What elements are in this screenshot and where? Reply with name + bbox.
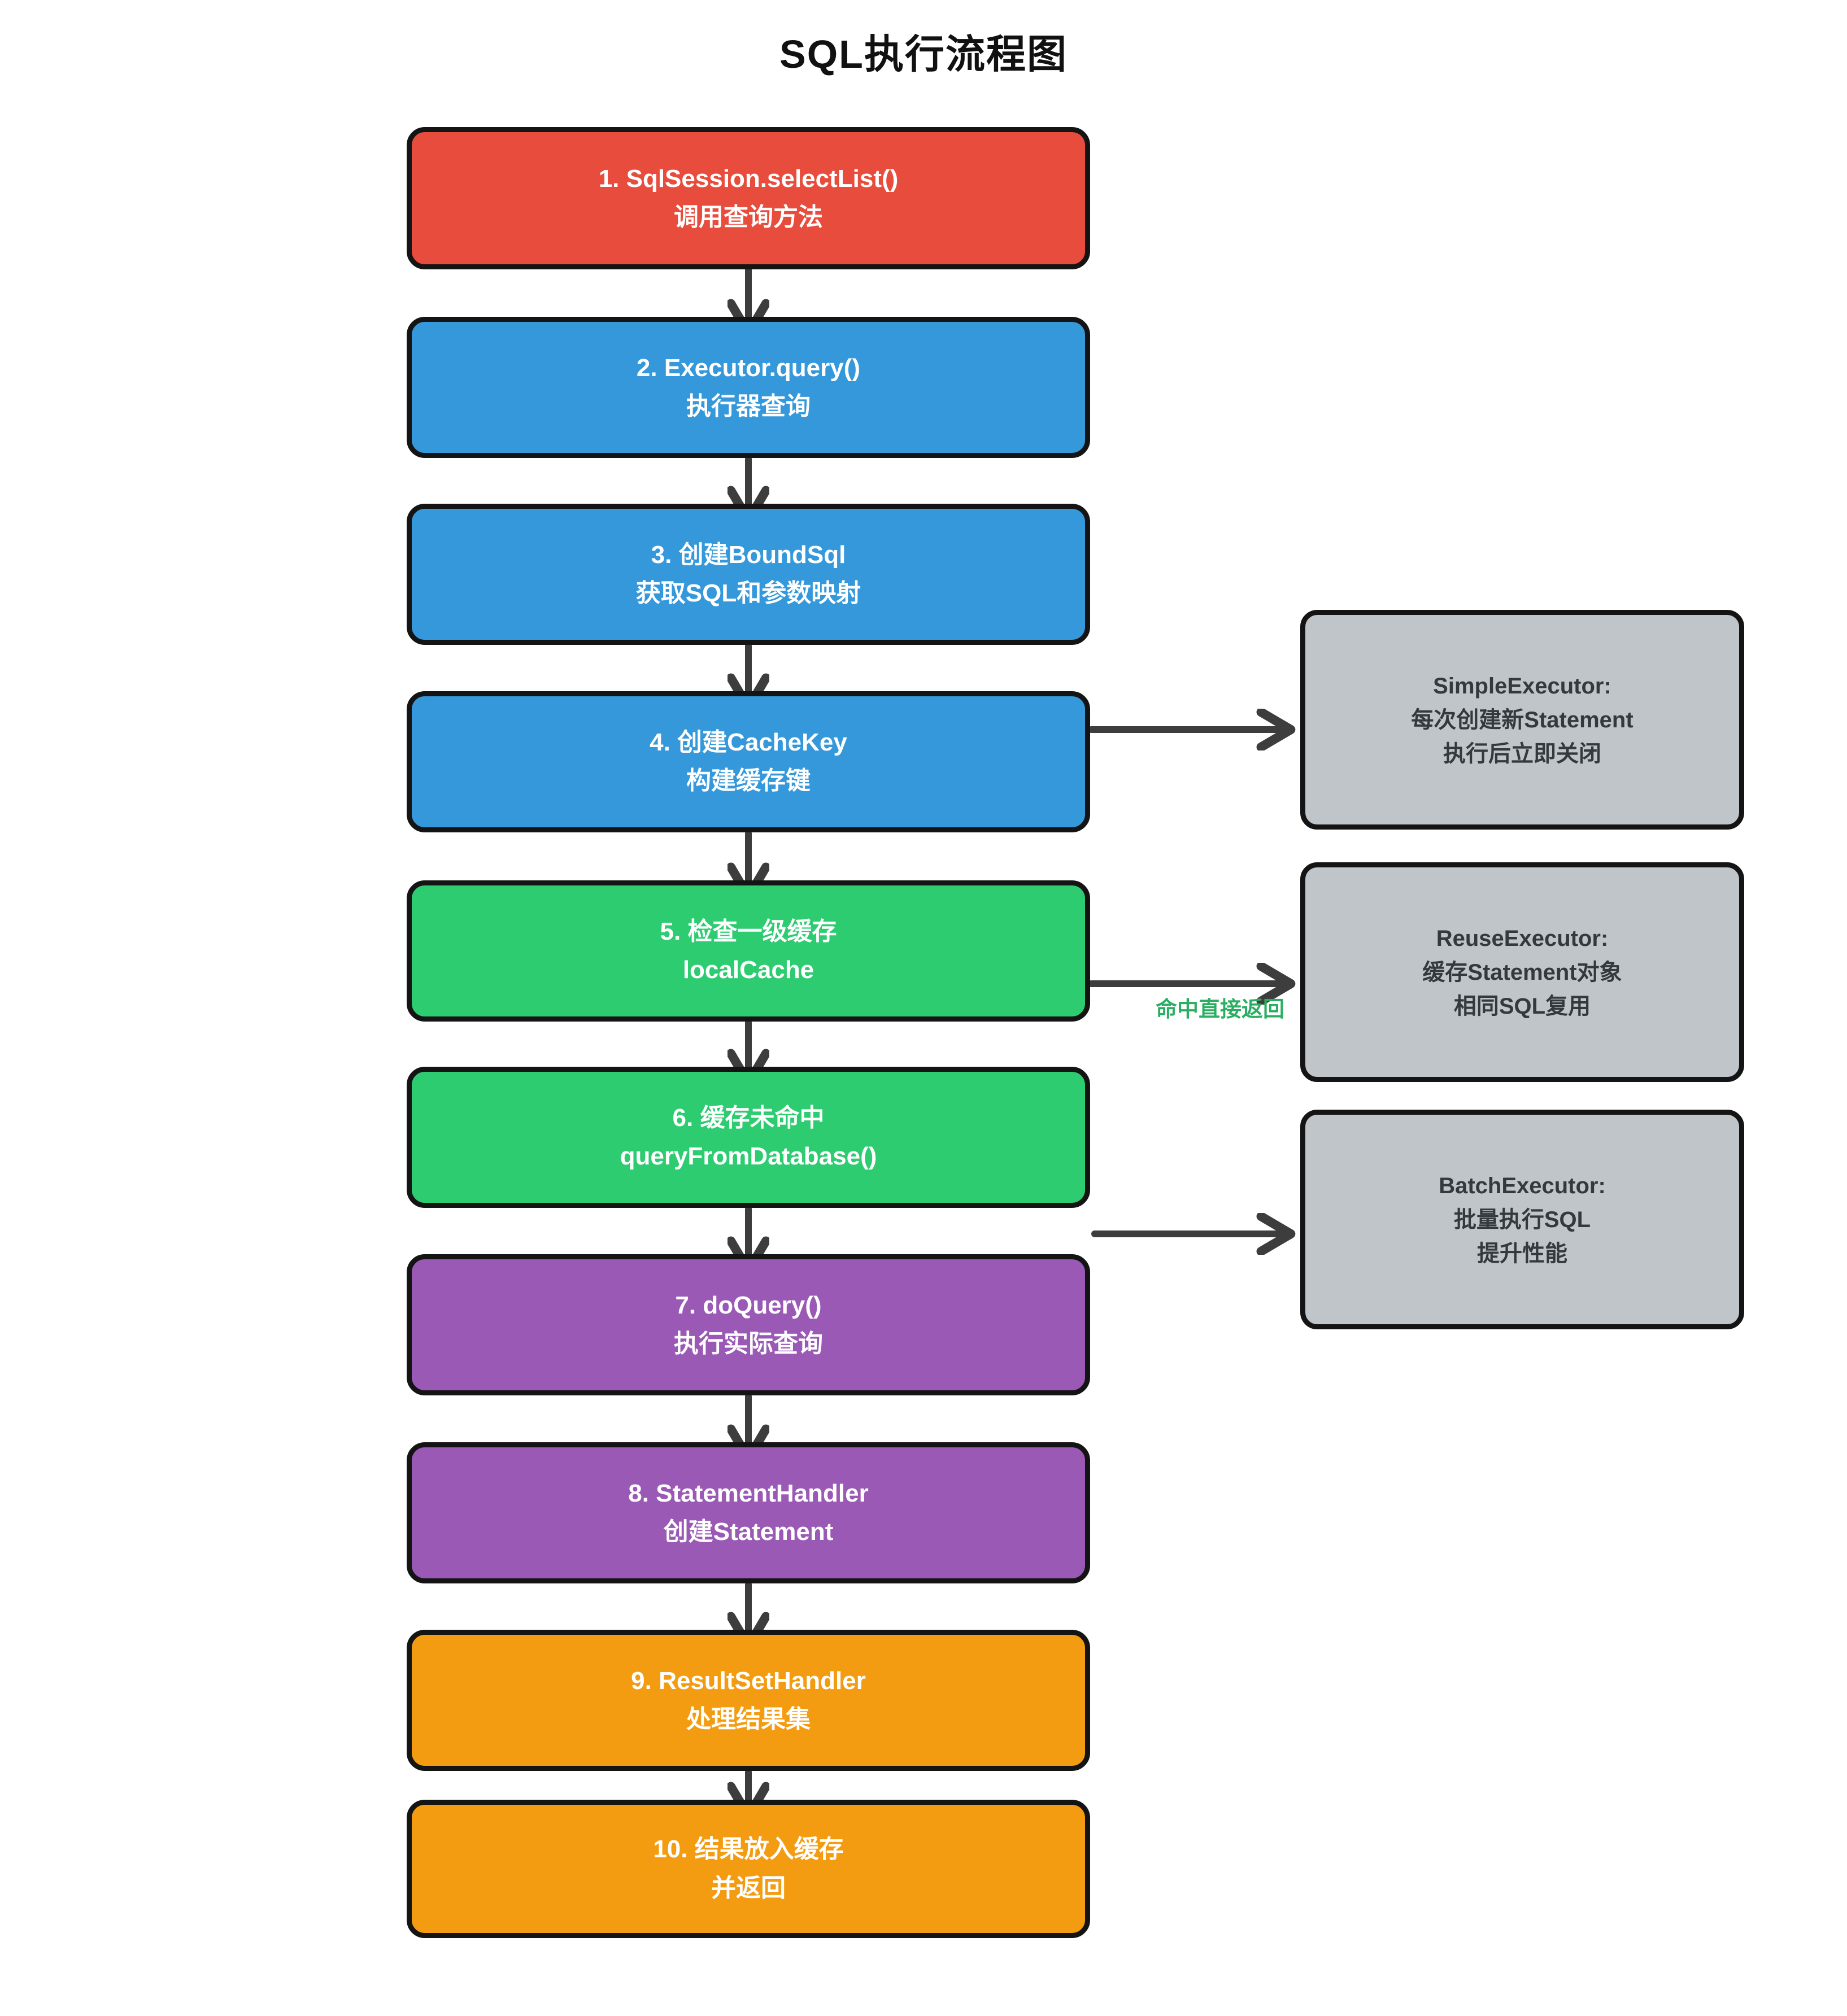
note-reuse-executor-line2: 缓存Statement对象 bbox=[1422, 959, 1622, 985]
flow-node-8-subtitle: 创建Statement bbox=[663, 1518, 834, 1546]
flow-node-10-subtitle: 并返回 bbox=[711, 1874, 786, 1902]
flow-node-7-doquery: 7. doQuery() 执行实际查询 bbox=[407, 1254, 1090, 1395]
note-simple-executor-line3: 执行后立即关闭 bbox=[1443, 741, 1601, 766]
note-simple-executor-line2: 每次创建新Statement bbox=[1411, 707, 1633, 732]
flow-node-1-title: 1. SqlSession.selectList() bbox=[598, 164, 899, 193]
page-title: SQL执行流程图 bbox=[779, 32, 1068, 76]
flow-node-9-subtitle: 处理结果集 bbox=[686, 1705, 811, 1733]
flow-node-3-create-boundsql: 3. 创建BoundSql 获取SQL和参数映射 bbox=[407, 504, 1090, 645]
note-batch-executor-title: BatchExecutor: bbox=[1439, 1173, 1606, 1198]
note-reuse-executor-title: ReuseExecutor: bbox=[1436, 926, 1609, 951]
flow-node-4-subtitle: 构建缓存键 bbox=[686, 767, 811, 795]
flow-node-10-title: 10. 结果放入缓存 bbox=[653, 1835, 844, 1864]
flow-node-1-sqlsession-selectlist: 1. SqlSession.selectList() 调用查询方法 bbox=[407, 127, 1090, 269]
flow-node-5-subtitle: localCache bbox=[682, 956, 814, 984]
flow-node-1-subtitle: 调用查询方法 bbox=[674, 203, 823, 231]
flow-node-9-title: 9. ResultSetHandler bbox=[631, 1666, 866, 1695]
flow-node-4-create-cachekey: 4. 创建CacheKey 构建缓存键 bbox=[407, 691, 1090, 832]
note-batch-executor-line2: 批量执行SQL bbox=[1453, 1207, 1591, 1232]
flow-node-5-title: 5. 检查一级缓存 bbox=[660, 917, 837, 945]
flow-node-2-title: 2. Executor.query() bbox=[636, 354, 861, 382]
edge-label-cache-hit-return: 命中直接返回 bbox=[1155, 998, 1284, 1022]
flow-node-7-subtitle: 执行实际查询 bbox=[674, 1330, 823, 1358]
note-reuse-executor: ReuseExecutor: 缓存Statement对象 相同SQL复用 bbox=[1300, 862, 1744, 1082]
flow-node-9-resultset-handler: 9. ResultSetHandler 处理结果集 bbox=[407, 1630, 1090, 1771]
flow-node-3-title: 3. 创建BoundSql bbox=[651, 540, 846, 569]
flow-node-8-statement-handler: 8. StatementHandler 创建Statement bbox=[407, 1442, 1090, 1583]
flow-node-6-cache-miss: 6. 缓存未命中 queryFromDatabase() bbox=[407, 1067, 1090, 1208]
note-reuse-executor-line3: 相同SQL复用 bbox=[1453, 993, 1591, 1019]
flow-node-10-put-cache-return: 10. 结果放入缓存 并返回 bbox=[407, 1800, 1090, 1938]
note-batch-executor-line3: 提升性能 bbox=[1477, 1241, 1567, 1266]
flow-node-6-title: 6. 缓存未命中 bbox=[672, 1103, 825, 1132]
flow-node-5-check-local-cache: 5. 检查一级缓存 localCache bbox=[407, 880, 1090, 1022]
note-simple-executor: SimpleExecutor: 每次创建新Statement 执行后立即关闭 bbox=[1300, 610, 1744, 830]
flow-node-2-subtitle: 执行器查询 bbox=[686, 392, 811, 420]
note-simple-executor-title: SimpleExecutor: bbox=[1433, 673, 1611, 699]
flow-node-2-executor-query: 2. Executor.query() 执行器查询 bbox=[407, 317, 1090, 458]
flow-node-6-subtitle: queryFromDatabase() bbox=[620, 1142, 877, 1170]
flow-node-4-title: 4. 创建CacheKey bbox=[650, 728, 847, 756]
flow-node-7-title: 7. doQuery() bbox=[675, 1291, 822, 1319]
flow-node-8-title: 8. StatementHandler bbox=[628, 1479, 869, 1507]
note-batch-executor: BatchExecutor: 批量执行SQL 提升性能 bbox=[1300, 1110, 1744, 1329]
flow-node-3-subtitle: 获取SQL和参数映射 bbox=[635, 579, 861, 607]
